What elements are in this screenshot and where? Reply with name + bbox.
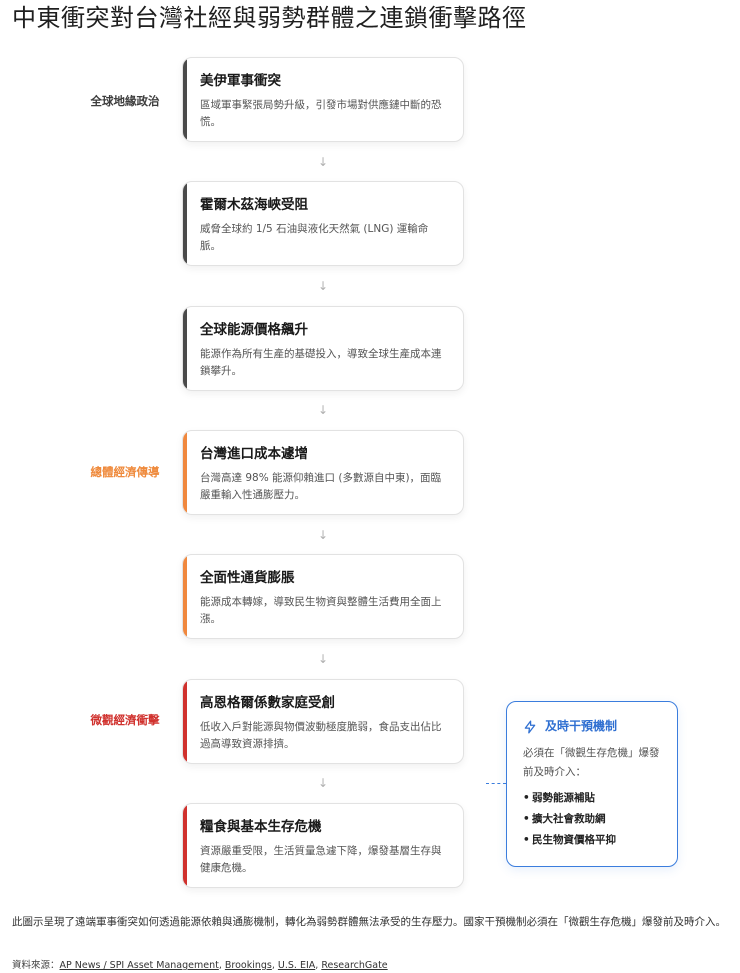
arrow-down-icon: ↓ — [317, 279, 329, 293]
bullet-icon: • — [523, 792, 530, 804]
card-title: 霍爾木茲海峽受阻 — [200, 197, 308, 213]
bullet-icon: • — [523, 834, 530, 846]
flow-card-import-cost-rise: 台灣進口成本遽增 台灣高達 98% 能源仰賴進口 (多數源自中東)，面臨嚴重輸入… — [182, 430, 464, 515]
card-description: 低收入戶對能源與物價波動極度脆弱，食品支出佔比過高導致資源排擠。 — [200, 721, 442, 750]
intervention-item: •弱勢能源補貼 — [523, 788, 663, 809]
card-description: 威脅全球約 1/5 石油與液化天然氣 (LNG) 運輸命脈。 — [200, 223, 429, 252]
flow-card-energy-price-surge: 全球能源價格飆升 能源作為所有生產的基礎投入，導致全球生產成本連鎖攀升。 — [182, 306, 464, 391]
intervention-title: 及時干預機制 — [545, 719, 618, 733]
intervention-item-label: 弱勢能源補貼 — [532, 792, 595, 804]
dashed-connector — [486, 783, 506, 784]
intervention-item: •擴大社會救助網 — [523, 809, 663, 830]
intervention-list: •弱勢能源補貼 •擴大社會救助網 •民生物資價格平抑 — [523, 788, 663, 851]
arrow-down-icon: ↓ — [317, 155, 329, 169]
sources-label: 資料來源： — [12, 960, 60, 971]
lightning-icon — [523, 719, 537, 734]
separator: , — [218, 960, 225, 971]
bullet-icon: • — [523, 813, 530, 825]
intervention-item: •民生物資價格平抑 — [523, 830, 663, 851]
card-description: 台灣高達 98% 能源仰賴進口 (多數源自中東)，面臨嚴重輸入性通膨壓力。 — [200, 472, 442, 501]
source-link-ap-news[interactable]: AP News / SPI Asset Management — [59, 960, 219, 971]
flow-card-survival-crisis: 糧食與基本生存危機 資源嚴重受限，生活質量急遽下降，爆發基層生存與健康危機。 — [182, 803, 464, 888]
card-title: 糧食與基本生存危機 — [200, 819, 322, 835]
arrow-down-icon: ↓ — [317, 776, 329, 790]
card-description: 能源成本轉嫁，導致民生物資與整體生活費用全面上漲。 — [200, 596, 442, 625]
caption-text: 此圖示呈現了遠端軍事衝突如何透過能源依賴與通膨機制，轉化為弱勢群體無法承受的生存… — [12, 916, 726, 928]
arrow-down-icon: ↓ — [317, 652, 329, 666]
intervention-item-label: 民生物資價格平抑 — [532, 834, 616, 846]
page-title: 中東衝突對台灣社經與弱勢群體之連鎖衝擊路徑 — [12, 4, 527, 32]
source-link-eia[interactable]: U.S. EIA — [277, 960, 316, 971]
intervention-description: 必須在「微觀生存危機」爆發前及時介入： — [523, 747, 660, 778]
stage-label-micro-economy: 微觀經濟衝擊 — [90, 713, 160, 727]
card-description: 區域軍事緊張局勢升級，引發市場對供應鏈中斷的恐慌。 — [200, 99, 442, 128]
card-title: 全面性通貨膨脹 — [200, 570, 295, 586]
source-link-brookings[interactable]: Brookings — [224, 960, 272, 971]
source-link-researchgate[interactable]: ResearchGate — [321, 960, 388, 971]
intervention-box: 及時干預機制 必須在「微觀生存危機」爆發前及時介入： •弱勢能源補貼 •擴大社會… — [506, 701, 678, 867]
intervention-item-label: 擴大社會救助網 — [532, 813, 606, 825]
separator: , — [271, 960, 278, 971]
card-title: 美伊軍事衝突 — [200, 73, 281, 89]
card-title: 高恩格爾係數家庭受創 — [200, 695, 335, 711]
card-title: 台灣進口成本遽增 — [200, 446, 308, 462]
flow-card-inflation: 全面性通貨膨脹 能源成本轉嫁，導致民生物資與整體生活費用全面上漲。 — [182, 554, 464, 639]
flow-card-hormuz-blocked: 霍爾木茲海峽受阻 威脅全球約 1/5 石油與液化天然氣 (LNG) 運輸命脈。 — [182, 181, 464, 266]
flow-card-military-conflict: 美伊軍事衝突 區域軍事緊張局勢升級，引發市場對供應鏈中斷的恐慌。 — [182, 57, 464, 142]
arrow-down-icon: ↓ — [317, 528, 329, 542]
card-description: 資源嚴重受限，生活質量急遽下降，爆發基層生存與健康危機。 — [200, 845, 442, 874]
arrow-down-icon: ↓ — [317, 403, 329, 417]
stage-label-geopolitics: 全球地緣政治 — [90, 94, 160, 108]
card-title: 全球能源價格飆升 — [200, 322, 308, 338]
sources-line: 資料來源：AP News / SPI Asset Management, Bro… — [12, 959, 388, 973]
stage-label-macro-economy: 總體經濟傳導 — [90, 465, 160, 479]
card-description: 能源作為所有生產的基礎投入，導致全球生產成本連鎖攀升。 — [200, 348, 442, 377]
separator: , — [315, 960, 322, 971]
flow-card-engel-households: 高恩格爾係數家庭受創 低收入戶對能源與物價波動極度脆弱，食品支出佔比過高導致資源… — [182, 679, 464, 764]
